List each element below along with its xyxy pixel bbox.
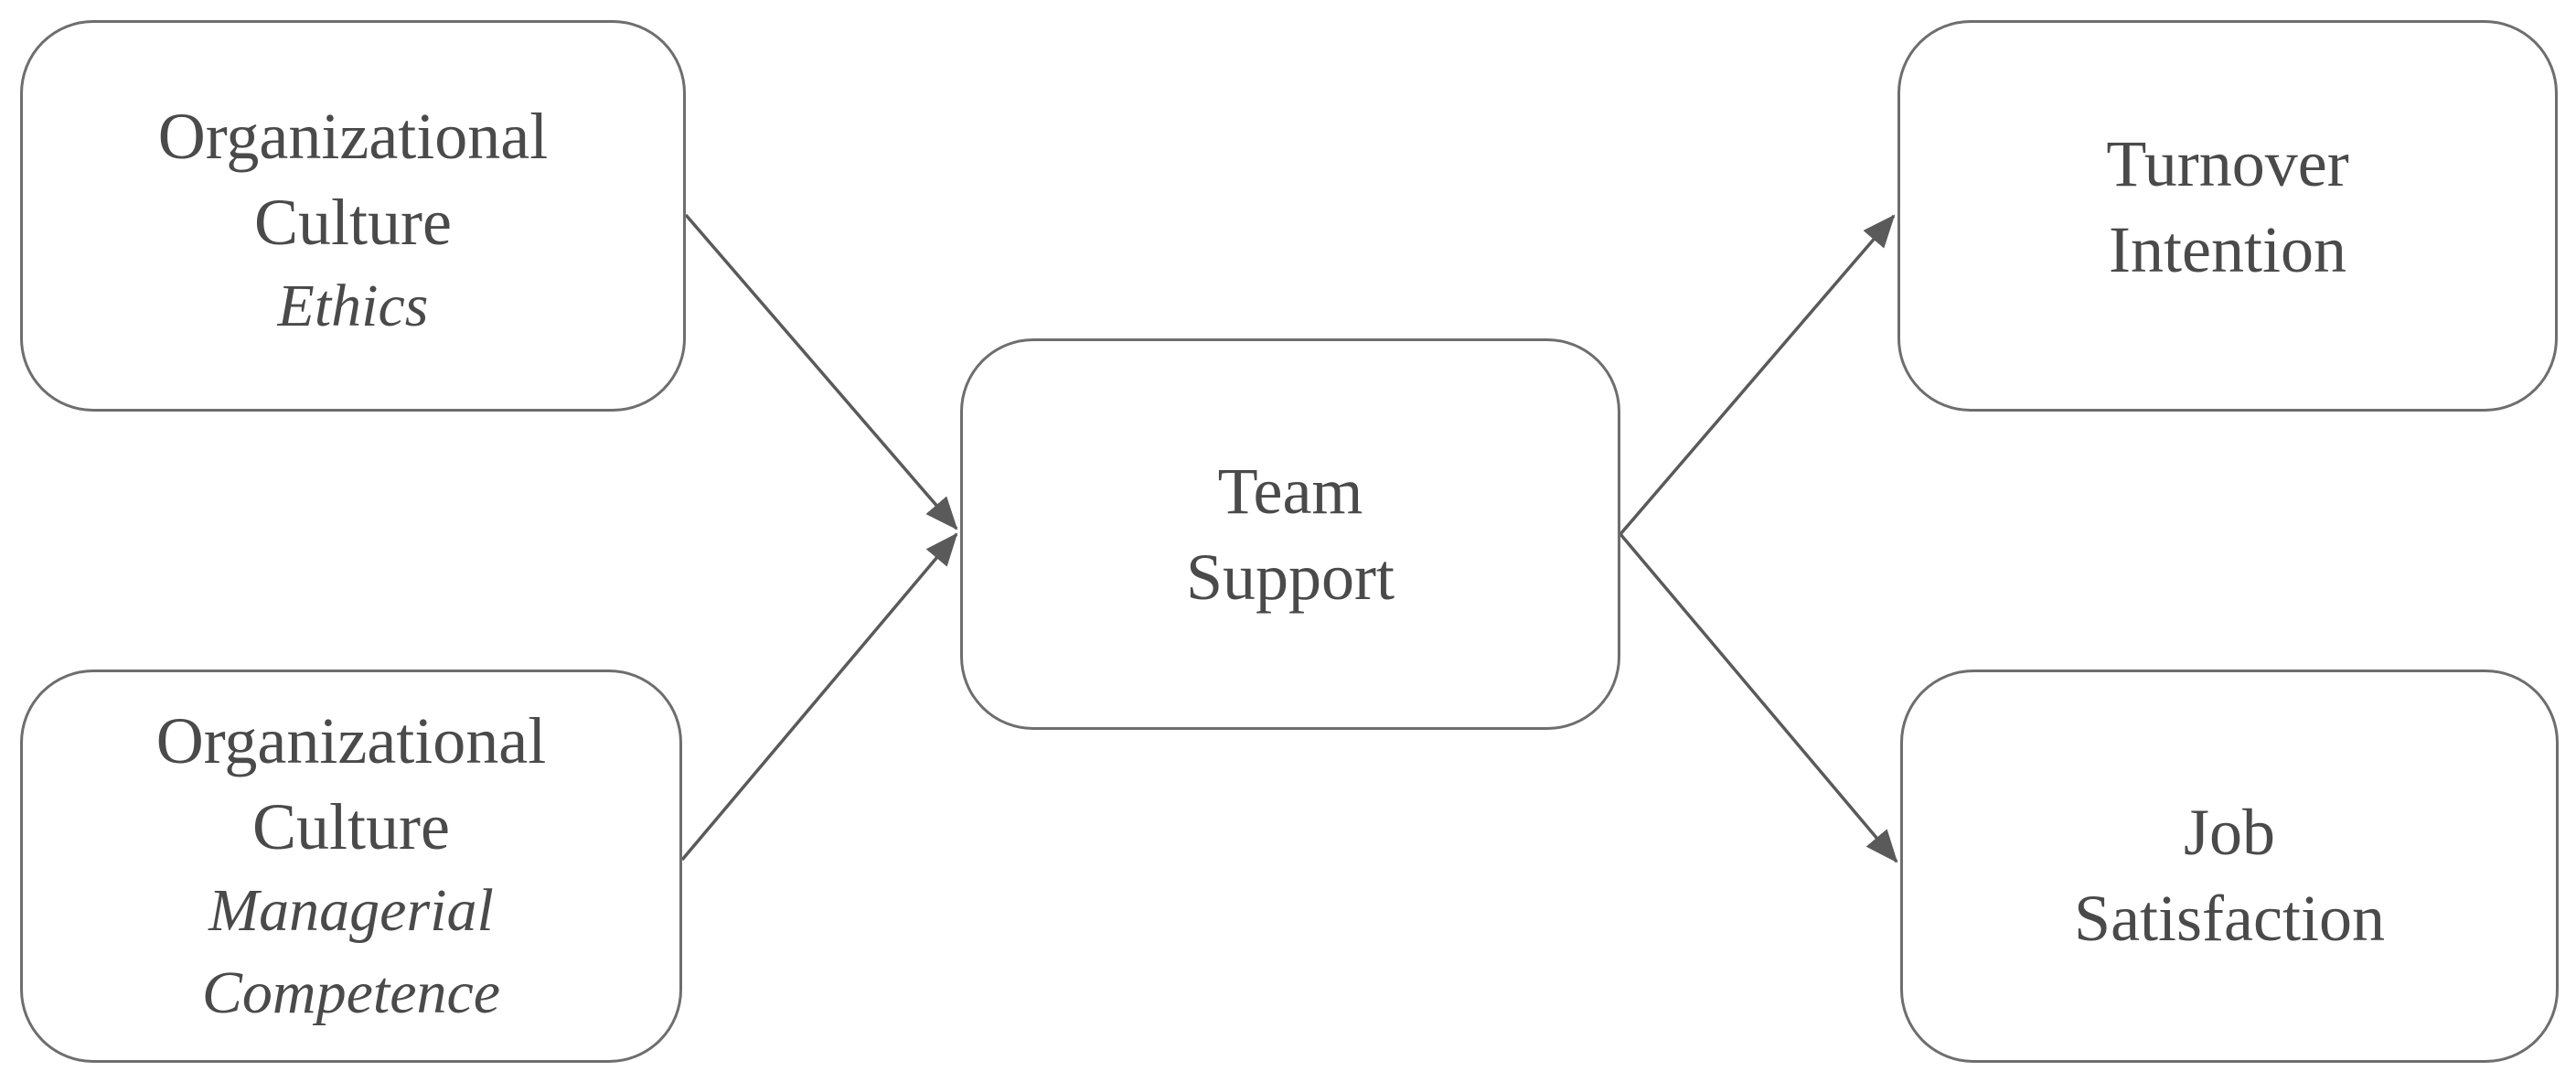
node-label-line: Organizational <box>157 100 549 173</box>
node-organizational-culture-ethics: Organizational Culture Ethics <box>20 20 686 412</box>
edge-ethics-to-team-support <box>684 213 958 530</box>
node-label-line: Intention <box>2109 213 2346 286</box>
node-job-satisfaction: Job Satisfaction <box>1900 670 2559 1063</box>
node-sublabel: Competence <box>201 959 501 1026</box>
edge-managerial-to-team-support <box>680 532 958 862</box>
node-turnover-intention: Turnover Intention <box>1897 20 2558 412</box>
node-label-line: Support <box>1185 541 1395 614</box>
edge-team-support-to-turnover <box>1619 214 1896 536</box>
node-sublabel: Ethics <box>277 273 429 339</box>
node-label-line: Team <box>1217 455 1363 528</box>
edge-team-support-to-job-satisfaction <box>1619 532 1898 863</box>
node-label-line: Job <box>2183 796 2276 869</box>
node-label-line: Culture <box>254 186 452 259</box>
node-sublabel: Managerial <box>208 877 494 944</box>
node-team-support: Team Support <box>960 338 1620 730</box>
node-label-line: Culture <box>252 790 450 863</box>
node-organizational-culture-managerial-competence: Organizational Culture Managerial Compet… <box>20 670 682 1063</box>
node-label-line: Satisfaction <box>2074 882 2385 955</box>
node-label-line: Organizational <box>155 704 547 777</box>
node-label-line: Turnover <box>2106 127 2349 200</box>
